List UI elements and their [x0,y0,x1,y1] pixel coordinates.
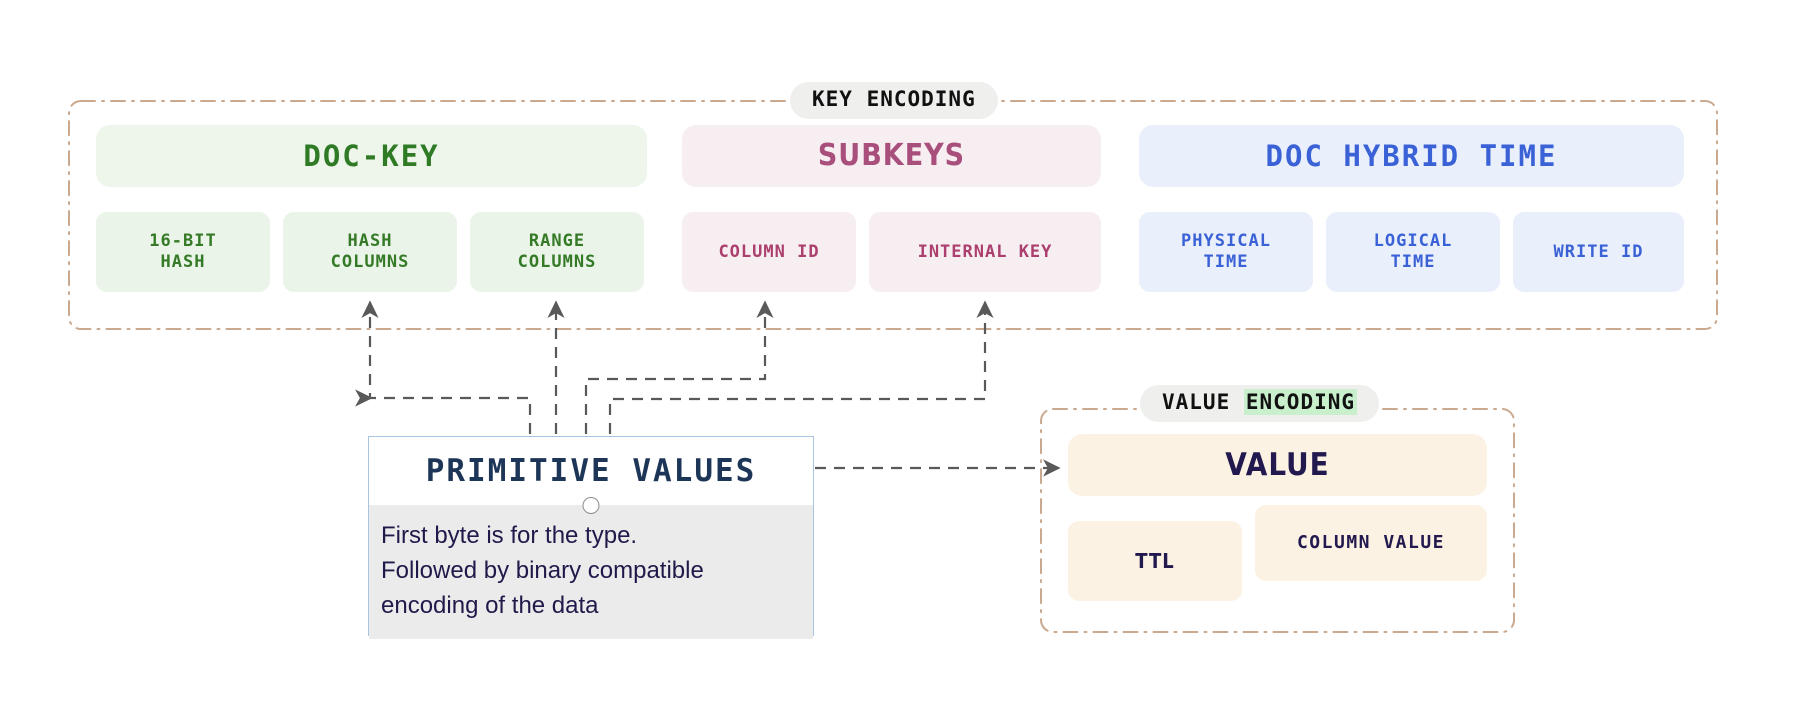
chip-16-bit-hash[interactable]: 16-BIT HASH [96,212,270,292]
chip-hash-columns-line2: COLUMNS [330,252,410,272]
chip-range-columns[interactable]: RANGE COLUMNS [470,212,644,292]
chip-write-id[interactable]: WRITE ID [1513,212,1684,292]
section-header-subkeys[interactable]: SUBKEYS [682,125,1101,187]
section-header-value[interactable]: VALUE [1068,434,1487,496]
key-encoding-label-text: KEY ENCODING [812,87,976,111]
primitive-values-node[interactable]: PRIMITIVE VALUES First byte is for the t… [368,436,814,640]
section-header-doc-key[interactable]: DOC-KEY [96,125,647,187]
chip-hash-columns-line1: HASH [347,231,393,252]
chip-logical-time-line2: TIME [1390,252,1436,272]
section-title-doc-hybrid-time: DOC HYBRID TIME [1265,138,1558,173]
section-title-doc-key: DOC-KEY [303,138,440,173]
chip-internal-key-line1: INTERNAL KEY [917,241,1053,262]
chip-column-value[interactable]: COLUMN VALUE [1255,505,1487,581]
chip-write-id-line1: WRITE ID [1553,241,1644,262]
chip-ttl-text: TTL [1135,548,1175,573]
value-encoding-label-highlight: ENCODING [1243,389,1358,415]
primitive-values-body: First byte is for the type. Followed by … [369,505,813,640]
value-encoding-label: VALUE ENCODING [1140,385,1380,422]
chip-logical-time[interactable]: LOGICAL TIME [1326,212,1500,292]
section-title-value: VALUE [1225,446,1330,483]
chip-physical-time-line1: PHYSICAL [1181,231,1271,252]
primitive-values-title: PRIMITIVE VALUES [369,437,813,505]
chip-physical-time[interactable]: PHYSICAL TIME [1139,212,1313,292]
key-encoding-label: KEY ENCODING [790,82,998,119]
chip-physical-time-line2: TIME [1203,252,1249,272]
section-header-doc-hybrid-time[interactable]: DOC HYBRID TIME [1139,125,1684,187]
chip-column-id-line1: COLUMN ID [718,241,820,262]
chip-range-columns-line2: COLUMNS [517,252,597,272]
chip-ttl[interactable]: TTL [1068,521,1242,601]
chip-16-bit-hash-line1: 16-BIT [149,231,217,252]
value-encoding-label-prefix: VALUE [1162,390,1231,414]
chip-internal-key[interactable]: INTERNAL KEY [869,212,1101,292]
chip-hash-columns[interactable]: HASH COLUMNS [283,212,457,292]
primitive-values-body-line3: encoding of the data [381,591,599,619]
primitive-values-handle[interactable] [582,497,600,514]
chip-range-columns-line1: RANGE [528,231,586,252]
chip-logical-time-line1: LOGICAL [1373,231,1453,252]
chip-16-bit-hash-line2: HASH [160,252,206,272]
primitive-values-body-line1: First byte is for the type. [381,522,638,549]
chip-column-value-text: COLUMN VALUE [1296,532,1446,554]
section-title-subkeys: SUBKEYS [817,138,966,173]
chip-column-id[interactable]: COLUMN ID [682,212,856,292]
primitive-values-body-line2: Followed by binary compatible [381,556,704,584]
